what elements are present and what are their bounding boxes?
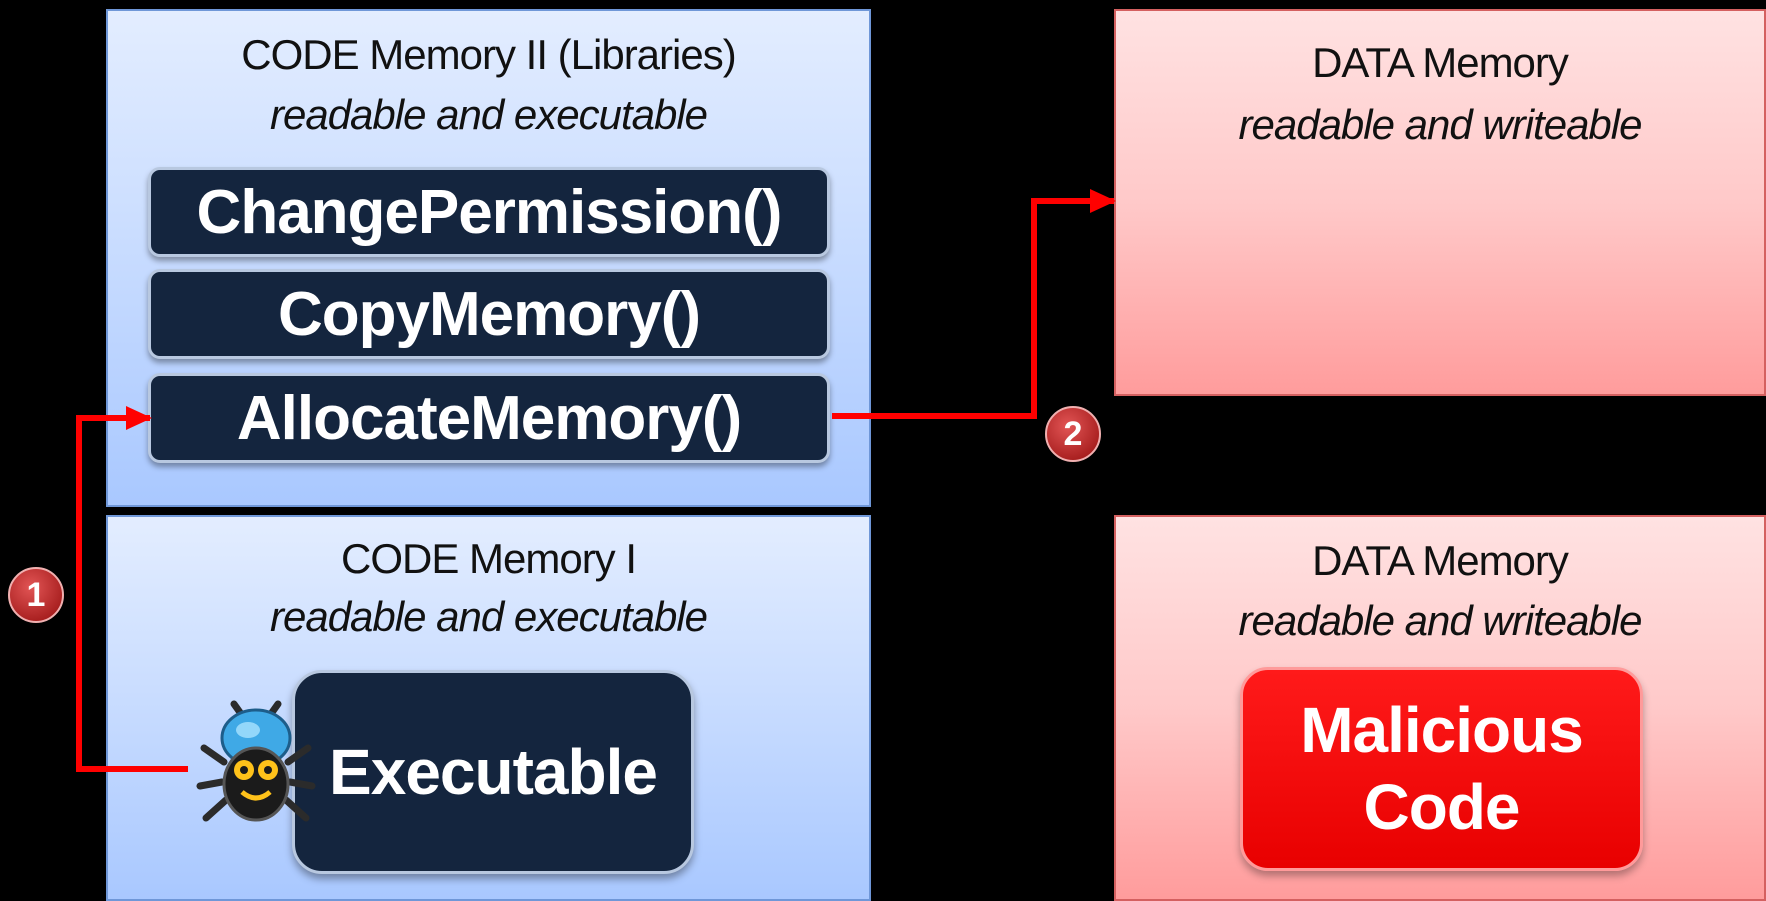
malicious-code-line1: Malicious <box>1300 694 1584 767</box>
code-memory-2-subtitle: readable and executable <box>269 91 708 138</box>
arrow-executable-to-allocate <box>76 406 188 772</box>
data-memory-bottom-title: DATA Memory <box>1312 537 1569 584</box>
malicious-code-line2: Code <box>1363 771 1521 843</box>
executable-box: Executable <box>292 670 694 874</box>
data-memory-top-title: DATA Memory <box>1312 39 1569 86</box>
data-memory-bottom-subtitle: readable and writeable <box>1238 597 1643 644</box>
code-memory-2-region: CODE Memory II (Libraries) readable and … <box>106 9 871 507</box>
code-memory-2-title: CODE Memory II (Libraries) <box>241 31 736 78</box>
step-2-badge: 2 <box>1045 406 1101 462</box>
data-memory-top-region: DATA Memory readable and writeable <box>1114 9 1766 396</box>
code-memory-1-title: CODE Memory I <box>340 535 637 582</box>
code-memory-1-subtitle: readable and executable <box>269 593 708 640</box>
copy-memory-function: CopyMemory() <box>148 269 830 359</box>
change-permission-function: ChangePermission() <box>148 167 830 257</box>
data-memory-top-subtitle: readable and writeable <box>1238 101 1643 148</box>
allocate-memory-function: AllocateMemory() <box>148 373 830 463</box>
step-1-badge: 1 <box>8 567 64 623</box>
bug-icon <box>196 700 316 822</box>
arrow-allocate-to-data <box>832 189 1116 419</box>
data-memory-bottom-region: DATA Memory readable and writeable Malic… <box>1114 515 1766 901</box>
malicious-code-box: Malicious Code <box>1240 667 1643 871</box>
